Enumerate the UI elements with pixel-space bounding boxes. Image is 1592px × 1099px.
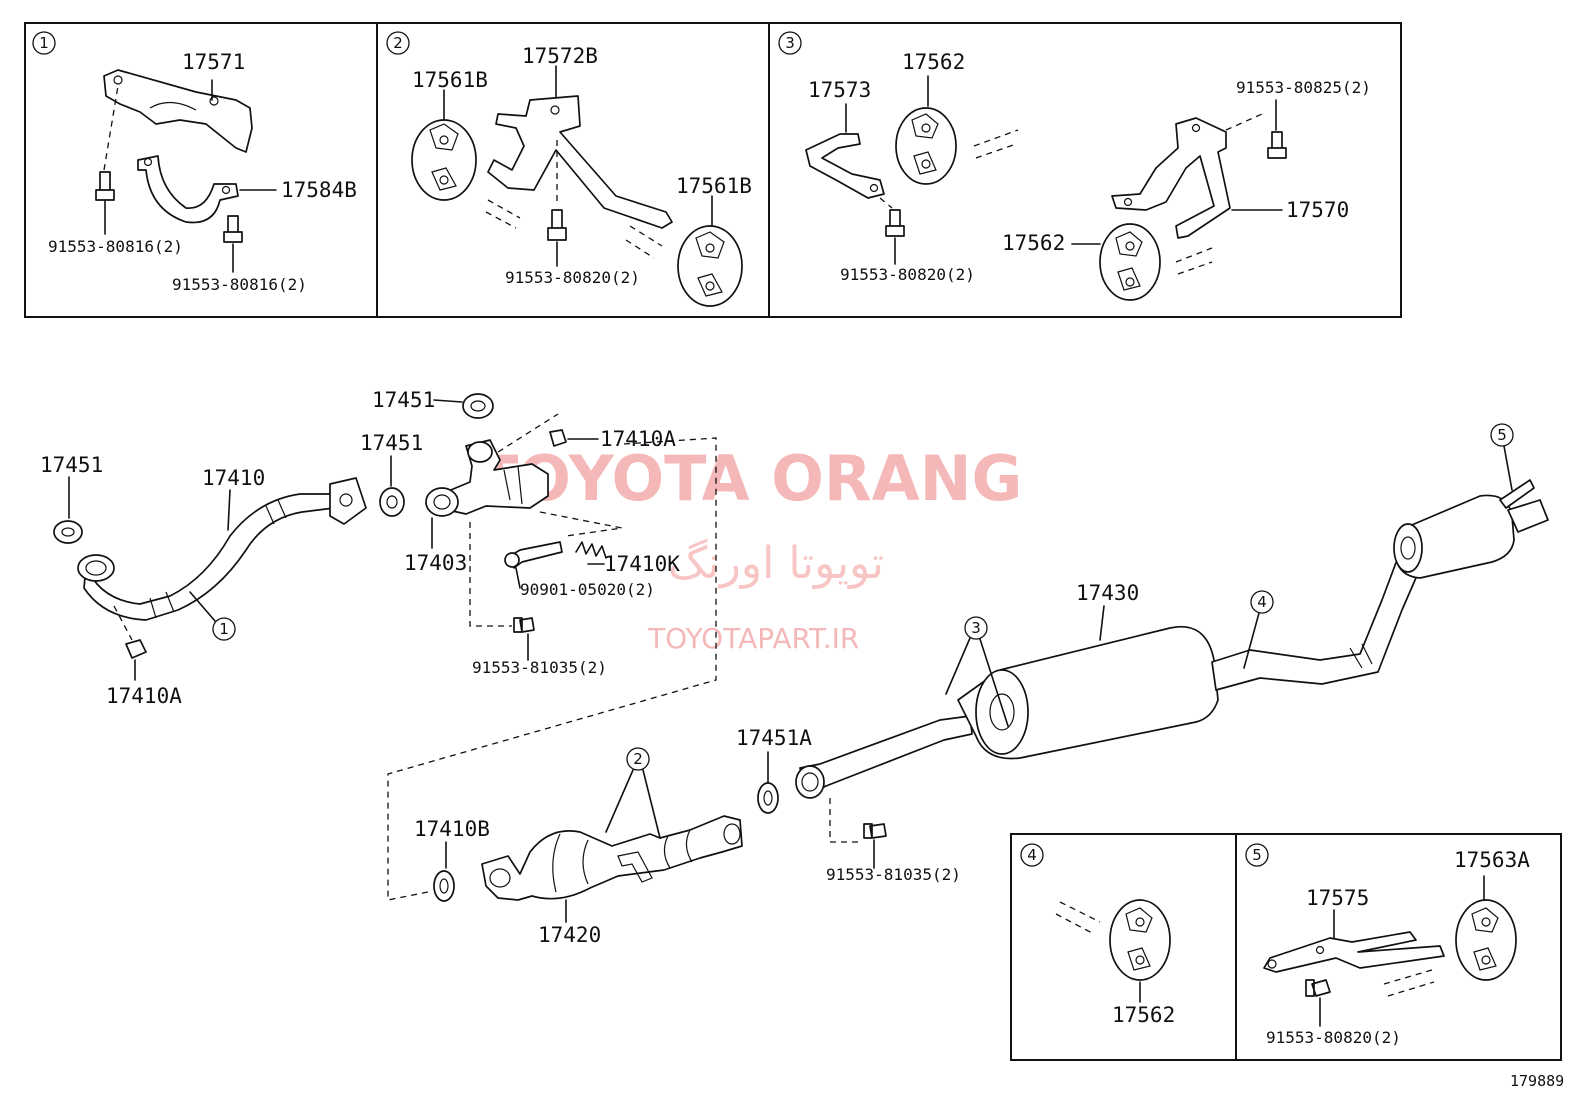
label-17562-inset4: 17562 (1112, 1003, 1175, 1027)
label-17410A-top: 17410A (600, 427, 676, 451)
label-17410A-front: 17410A (106, 684, 182, 708)
label-91553-80816-b: 91553-80816(2) (172, 275, 307, 294)
callout-1-circle (212, 617, 236, 641)
inset-5-ref: 5 (1252, 846, 1262, 864)
callout-5-circle (1490, 423, 1514, 447)
watermark-line3: TOYOTAPART.IR (647, 622, 859, 655)
label-91553-80820-inset2: 91553-80820(2) (505, 268, 640, 287)
label-17570: 17570 (1286, 198, 1349, 222)
label-17563A: 17563A (1454, 848, 1530, 872)
callout-2-circle (626, 747, 650, 771)
watermark-line2: تویوتا اورنگ (668, 538, 884, 589)
label-17451-left: 17451 (40, 453, 103, 477)
watermark: TOYOTA ORANG تویوتا اورنگ TOYOTAPART.IR (476, 442, 1022, 655)
label-17410: 17410 (202, 466, 265, 490)
label-17430: 17430 (1076, 581, 1139, 605)
rubber-hanger-17562-inset4 (1109, 899, 1171, 981)
inset-3: 3 (778, 31, 1371, 301)
inset-4: 4 17562 (1020, 843, 1175, 1027)
label-90901-05020: 90901-05020(2) (520, 580, 655, 599)
manifold-pipe-17403 (425, 439, 549, 517)
gasket-17410B (433, 870, 455, 902)
label-17410B: 17410B (414, 817, 490, 841)
main-assembly: 17451 17410 1 17410A 17451 17451 (40, 388, 1549, 947)
inset-1-ref: 1 (39, 34, 49, 52)
bolt-91553-81035-upper (513, 617, 535, 633)
label-91553-80825: 91553-80825(2) (1236, 78, 1371, 97)
nut-17410A-front (125, 639, 147, 659)
top-inset-panel: 1 17571 17584B 91553-80816(2) 91553-8081… (24, 22, 1402, 318)
label-17561B-left: 17561B (412, 68, 488, 92)
converter-17420 (481, 815, 743, 901)
callout-4-circle (1250, 590, 1274, 614)
inset-3-ref: 3 (785, 34, 795, 52)
inset-5-ref-circle (1245, 843, 1269, 867)
label-17451-top: 17451 (372, 388, 435, 412)
inset-2-ref: 2 (393, 34, 403, 52)
spring-17410K (575, 541, 607, 559)
center-pipe-17430 (795, 479, 1549, 799)
label-91553-81035-upper: 91553-81035(2) (472, 658, 607, 677)
callout-1: 1 (219, 620, 229, 638)
label-17562-top: 17562 (902, 50, 965, 74)
inset-1: 1 17571 17584B 91553-80816(2) 91553-8081… (32, 31, 357, 294)
label-17571: 17571 (182, 50, 245, 74)
gasket-17451-left (53, 520, 83, 544)
label-91553-80816-a: 91553-80816(2) (48, 237, 183, 256)
clamp-17584B (137, 155, 239, 224)
diagram-number: 179889 (1510, 1072, 1564, 1090)
bracket-17570 (1111, 117, 1231, 239)
bracket-17573 (805, 133, 885, 199)
heat-shield-17571 (103, 69, 253, 153)
label-17584B: 17584B (281, 178, 357, 202)
bolt-91553-81035-lower (863, 823, 887, 839)
gasket-17451-mid (379, 487, 405, 517)
rubber-hanger-17562-top (895, 107, 957, 185)
bracket-17575 (1263, 931, 1445, 973)
nut-17410A-top (549, 429, 567, 447)
inset-1-ref-circle (32, 31, 56, 55)
rubber-hanger-17563A (1455, 899, 1517, 981)
gasket-17451-top (462, 393, 494, 419)
rubber-hanger-17562-bottom (1099, 223, 1161, 301)
inset-4-ref-circle (1020, 843, 1044, 867)
label-17451A: 17451A (736, 726, 812, 750)
label-91553-80820-inset5: 91553-80820(2) (1266, 1028, 1401, 1047)
label-17403: 17403 (404, 551, 467, 575)
label-17410K: 17410K (604, 552, 680, 576)
label-91553-81035-lower: 91553-81035(2) (826, 865, 961, 884)
callout-3: 3 (971, 619, 981, 637)
callout-2: 2 (633, 750, 643, 768)
inset-2: 2 (386, 31, 752, 307)
callout-3-circle (964, 616, 988, 640)
label-17572B: 17572B (522, 44, 598, 68)
inset-5: 5 17575 17563A 91553-80820(2) (1245, 843, 1530, 1047)
label-17420: 17420 (538, 923, 601, 947)
watermark-line1: TOYOTA ORANG (476, 442, 1022, 515)
inset-3-ref-circle (778, 31, 802, 55)
inset-2-ref-circle (386, 31, 410, 55)
callout-5: 5 (1497, 426, 1507, 444)
label-17451-mid: 17451 (360, 431, 423, 455)
top-inset-frame (24, 22, 1402, 318)
label-17575: 17575 (1306, 886, 1369, 910)
label-91553-80820-inset3: 91553-80820(2) (840, 265, 975, 284)
front-pipe-17410 (77, 477, 367, 621)
callout-4: 4 (1257, 593, 1267, 611)
inset-4-ref: 4 (1027, 846, 1037, 864)
bottom-inset-frame (1010, 833, 1562, 1061)
label-17561B-right: 17561B (676, 174, 752, 198)
bracket-17572B (487, 95, 673, 229)
gasket-17451A (757, 782, 779, 814)
rubber-hanger-17561B-left (411, 119, 477, 201)
label-17562-bottom: 17562 (1002, 231, 1065, 255)
label-17573: 17573 (808, 78, 871, 102)
bolt-90901-05020 (509, 541, 563, 569)
bottom-inset-panel: 4 17562 5 (1010, 833, 1562, 1061)
rubber-hanger-17561B-right (677, 225, 743, 307)
